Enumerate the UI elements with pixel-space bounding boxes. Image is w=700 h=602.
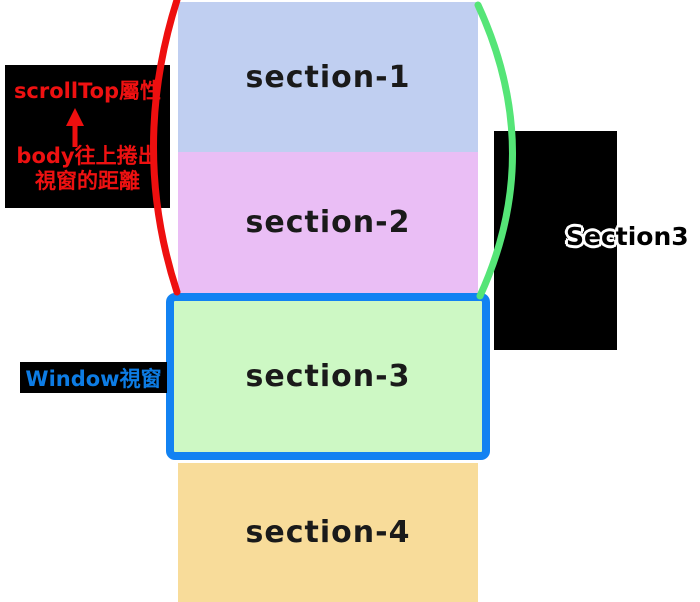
section-1-label: section-1	[245, 59, 411, 95]
scrolltop-desc-line1: body往上捲出	[16, 144, 159, 168]
section-4-label: section-4	[245, 515, 411, 550]
section-1-block: section-1	[178, 2, 478, 152]
section-2-block: section-2	[178, 152, 478, 293]
scrolltop-annotation: scrollTop屬性 body往上捲出 視窗的距離	[5, 65, 170, 208]
up-arrow-slot	[5, 104, 170, 144]
right-annotation-text: Section3	[566, 222, 689, 251]
section-3-label: section-3	[245, 359, 411, 394]
window-viewport-box: section-3	[166, 293, 490, 460]
scrolltop-desc-line2: 視窗的距離	[35, 169, 140, 193]
window-label-text: Window視窗	[25, 366, 162, 391]
section-4-block: section-4	[178, 463, 478, 602]
section-2-label: section-2	[245, 205, 411, 240]
scrolltop-property-text: scrollTop屬性	[13, 79, 162, 103]
window-label: Window視窗	[20, 362, 167, 393]
